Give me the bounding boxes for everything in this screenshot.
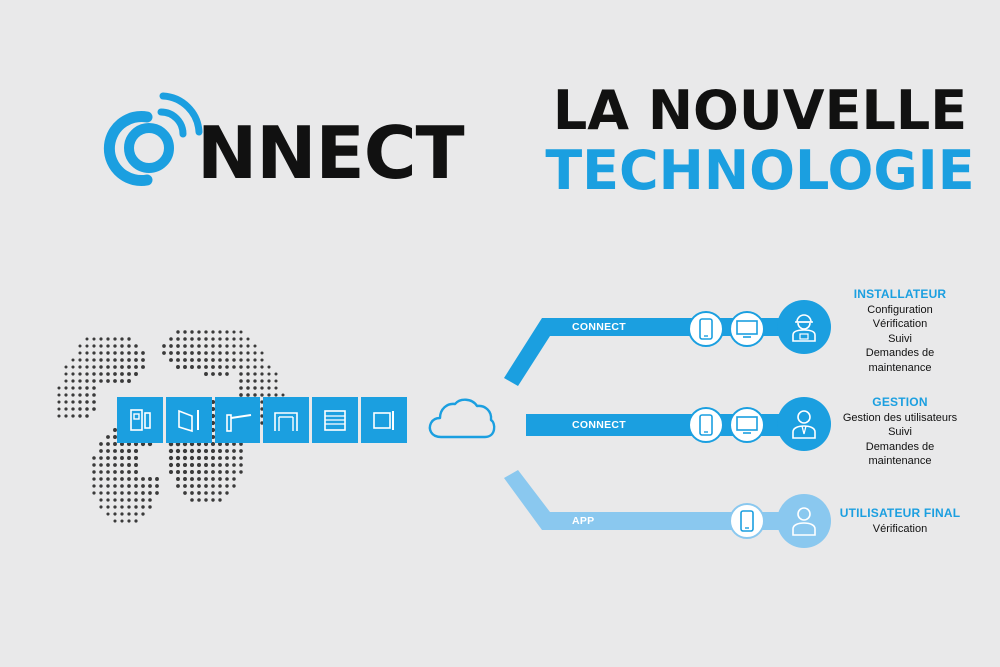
smartphone-icon — [740, 510, 754, 532]
installer-avatar — [777, 300, 831, 354]
headline: LA NOUVELLE TECHNOLOGIE — [540, 84, 980, 198]
band-connect-1-shape — [504, 318, 800, 386]
role-line: Suivi — [888, 426, 912, 439]
monitor-icon — [736, 416, 758, 434]
band1-smartphone-circle — [688, 311, 724, 347]
garage-door-icon — [274, 412, 299, 431]
band-label-connect-1: CONNECT — [572, 321, 627, 333]
smartphone-icon — [699, 318, 713, 340]
headline-line-1: LA NOUVELLE — [552, 79, 968, 142]
role-line: maintenance — [868, 361, 932, 374]
role-utilisateur-final: UTILISATEUR FINAL Vérification — [825, 506, 975, 536]
device-barrier — [214, 397, 261, 443]
installer-icon — [792, 314, 816, 342]
role-installateur: INSTALLATEUR Configuration Vérification … — [825, 287, 975, 375]
band2-monitor-circle — [729, 407, 765, 443]
role-line: Configuration — [867, 303, 933, 316]
band-label-connect-2: CONNECT — [572, 419, 627, 431]
swing-gate-icon — [177, 409, 199, 433]
device-sliding-gate — [361, 397, 407, 443]
device-swing-gate — [165, 397, 212, 443]
connect-logo: NNECT — [85, 82, 465, 192]
cloud-icon — [425, 393, 497, 443]
role-gestion: GESTION Gestion des utilisateurs Suivi D… — [825, 395, 975, 469]
role-line: Demandes de — [865, 440, 935, 453]
manager-icon — [792, 410, 816, 439]
end-user-avatar — [777, 494, 831, 548]
role-title-installateur: INSTALLATEUR — [853, 287, 947, 301]
role-title-gestion: GESTION — [872, 395, 928, 409]
smartphone-icon — [699, 414, 713, 436]
device-rolling-shutter — [312, 397, 359, 443]
role-line: Gestion des utilisateurs — [842, 411, 958, 424]
sliding-gate-icon — [373, 411, 395, 430]
band2-smartphone-circle — [688, 407, 724, 443]
barrier-icon — [225, 414, 251, 432]
wifi-c-logo-icon — [103, 92, 203, 186]
device-strip — [117, 397, 407, 443]
end-user-icon — [792, 507, 816, 536]
role-line: maintenance — [868, 455, 932, 468]
band-label-app: APP — [572, 515, 595, 527]
rolling-shutter-icon — [324, 410, 347, 431]
band3-smartphone-circle — [729, 503, 765, 539]
role-line: Vérification — [872, 318, 928, 331]
intercom-icon — [130, 409, 151, 431]
band-app-shape — [504, 470, 800, 530]
band1-monitor-circle — [729, 311, 765, 347]
device-intercom — [117, 397, 163, 443]
device-garage-door — [263, 397, 310, 443]
logo-wordmark: NNECT — [197, 111, 465, 195]
monitor-icon — [736, 320, 758, 338]
role-line: Suivi — [888, 332, 912, 345]
role-line: Vérification — [872, 522, 928, 535]
role-title-utilisateur-final: UTILISATEUR FINAL — [839, 506, 961, 520]
role-line: Demandes de — [865, 347, 935, 360]
manager-avatar — [777, 397, 831, 451]
headline-line-2: TECHNOLOGIE — [545, 139, 975, 202]
